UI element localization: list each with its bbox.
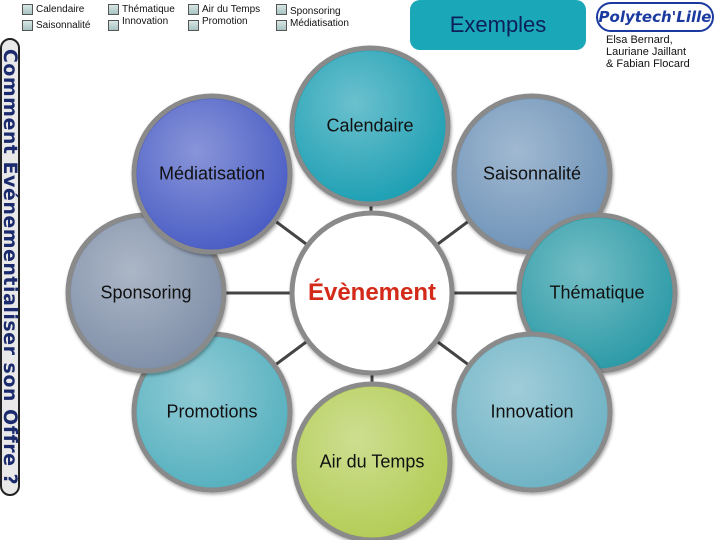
center-circle-highlight <box>295 216 449 370</box>
node-circle-promotions-highlight <box>137 337 287 487</box>
center-label: Évènement <box>307 279 437 306</box>
node-label-promotions: Promotions <box>166 401 258 422</box>
node-circle-sponsoring-highlight <box>71 218 221 368</box>
node-circle-mediatisation-highlight <box>137 99 287 249</box>
author-line: Lauriane Jaillant <box>606 46 687 58</box>
spoke-promotions <box>273 339 309 367</box>
legend-group-1: Calendaire Saisonnalité <box>22 4 90 32</box>
node-label-mediatisation: Médiatisation <box>158 163 266 184</box>
node-circle-saisonnalite-highlight <box>457 99 607 249</box>
node-label-innovation: Innovation <box>490 401 574 422</box>
authors: Elsa Bernard, Lauriane Jaillant & Fabian… <box>606 34 716 70</box>
legend-checkbox-thematique[interactable] <box>108 4 119 15</box>
legend-label-mediatisation: Médiatisation <box>290 18 349 29</box>
node-label-sponsoring: Sponsoring <box>100 282 192 303</box>
legend-label-promotion: Promotion <box>202 16 248 27</box>
node-circle-thematique-highlight <box>522 218 672 368</box>
nodes <box>65 45 678 540</box>
legend-group-2: Thématique Innovation <box>108 4 175 31</box>
exemples-button[interactable]: Exemples <box>410 0 586 50</box>
node-circle-calendaire-highlight <box>295 51 445 201</box>
legend-label-sponsoring: Sponsoring <box>290 6 341 17</box>
legend-checkbox-calendaire[interactable] <box>22 4 33 15</box>
legend-checkbox-innovation[interactable] <box>108 20 119 31</box>
legend-checkbox-air-du-temps[interactable] <box>188 4 199 15</box>
legend-label-air-du-temps: Air du Temps <box>202 4 261 15</box>
spoke-mediatisation <box>273 219 309 247</box>
legend-checkbox-mediatisation[interactable] <box>276 20 287 31</box>
author-line: Elsa Bernard, <box>606 34 673 46</box>
node-label-calendaire: Calendaire <box>326 115 414 136</box>
legend-checkbox-saisonnalite[interactable] <box>22 20 33 31</box>
author-line: & Fabian Flocard <box>606 58 690 70</box>
node-label-thematique: Thématique <box>549 282 645 303</box>
legend-label-thematique: Thématique <box>122 4 175 15</box>
spoke-innovation <box>435 339 471 367</box>
legend-label-calendaire: Calendaire <box>36 4 85 15</box>
node-label-saisonnalite: Saisonnalité <box>482 163 582 184</box>
node-circle-air-du-temps-highlight <box>297 387 447 537</box>
spoke-saisonnalite <box>435 219 471 247</box>
legend-group-4: Sponsoring Médiatisation <box>276 4 349 31</box>
legend-group-3: Air du Temps Promotion <box>188 4 260 31</box>
legend-checkbox-sponsoring[interactable] <box>276 4 287 15</box>
polytech-logo: Polytech'Lille <box>596 2 714 32</box>
node-label-air-du-temps: Air du Temps <box>319 451 425 472</box>
node-circle-innovation-highlight <box>457 337 607 487</box>
vertical-title-banner: Comment Événementialiser son Offre ? <box>0 38 20 496</box>
legend-label-saisonnalite: Saisonnalité <box>36 20 91 31</box>
legend-checkbox-promotion[interactable] <box>188 20 199 31</box>
legend-label-innovation: Innovation <box>122 16 169 27</box>
